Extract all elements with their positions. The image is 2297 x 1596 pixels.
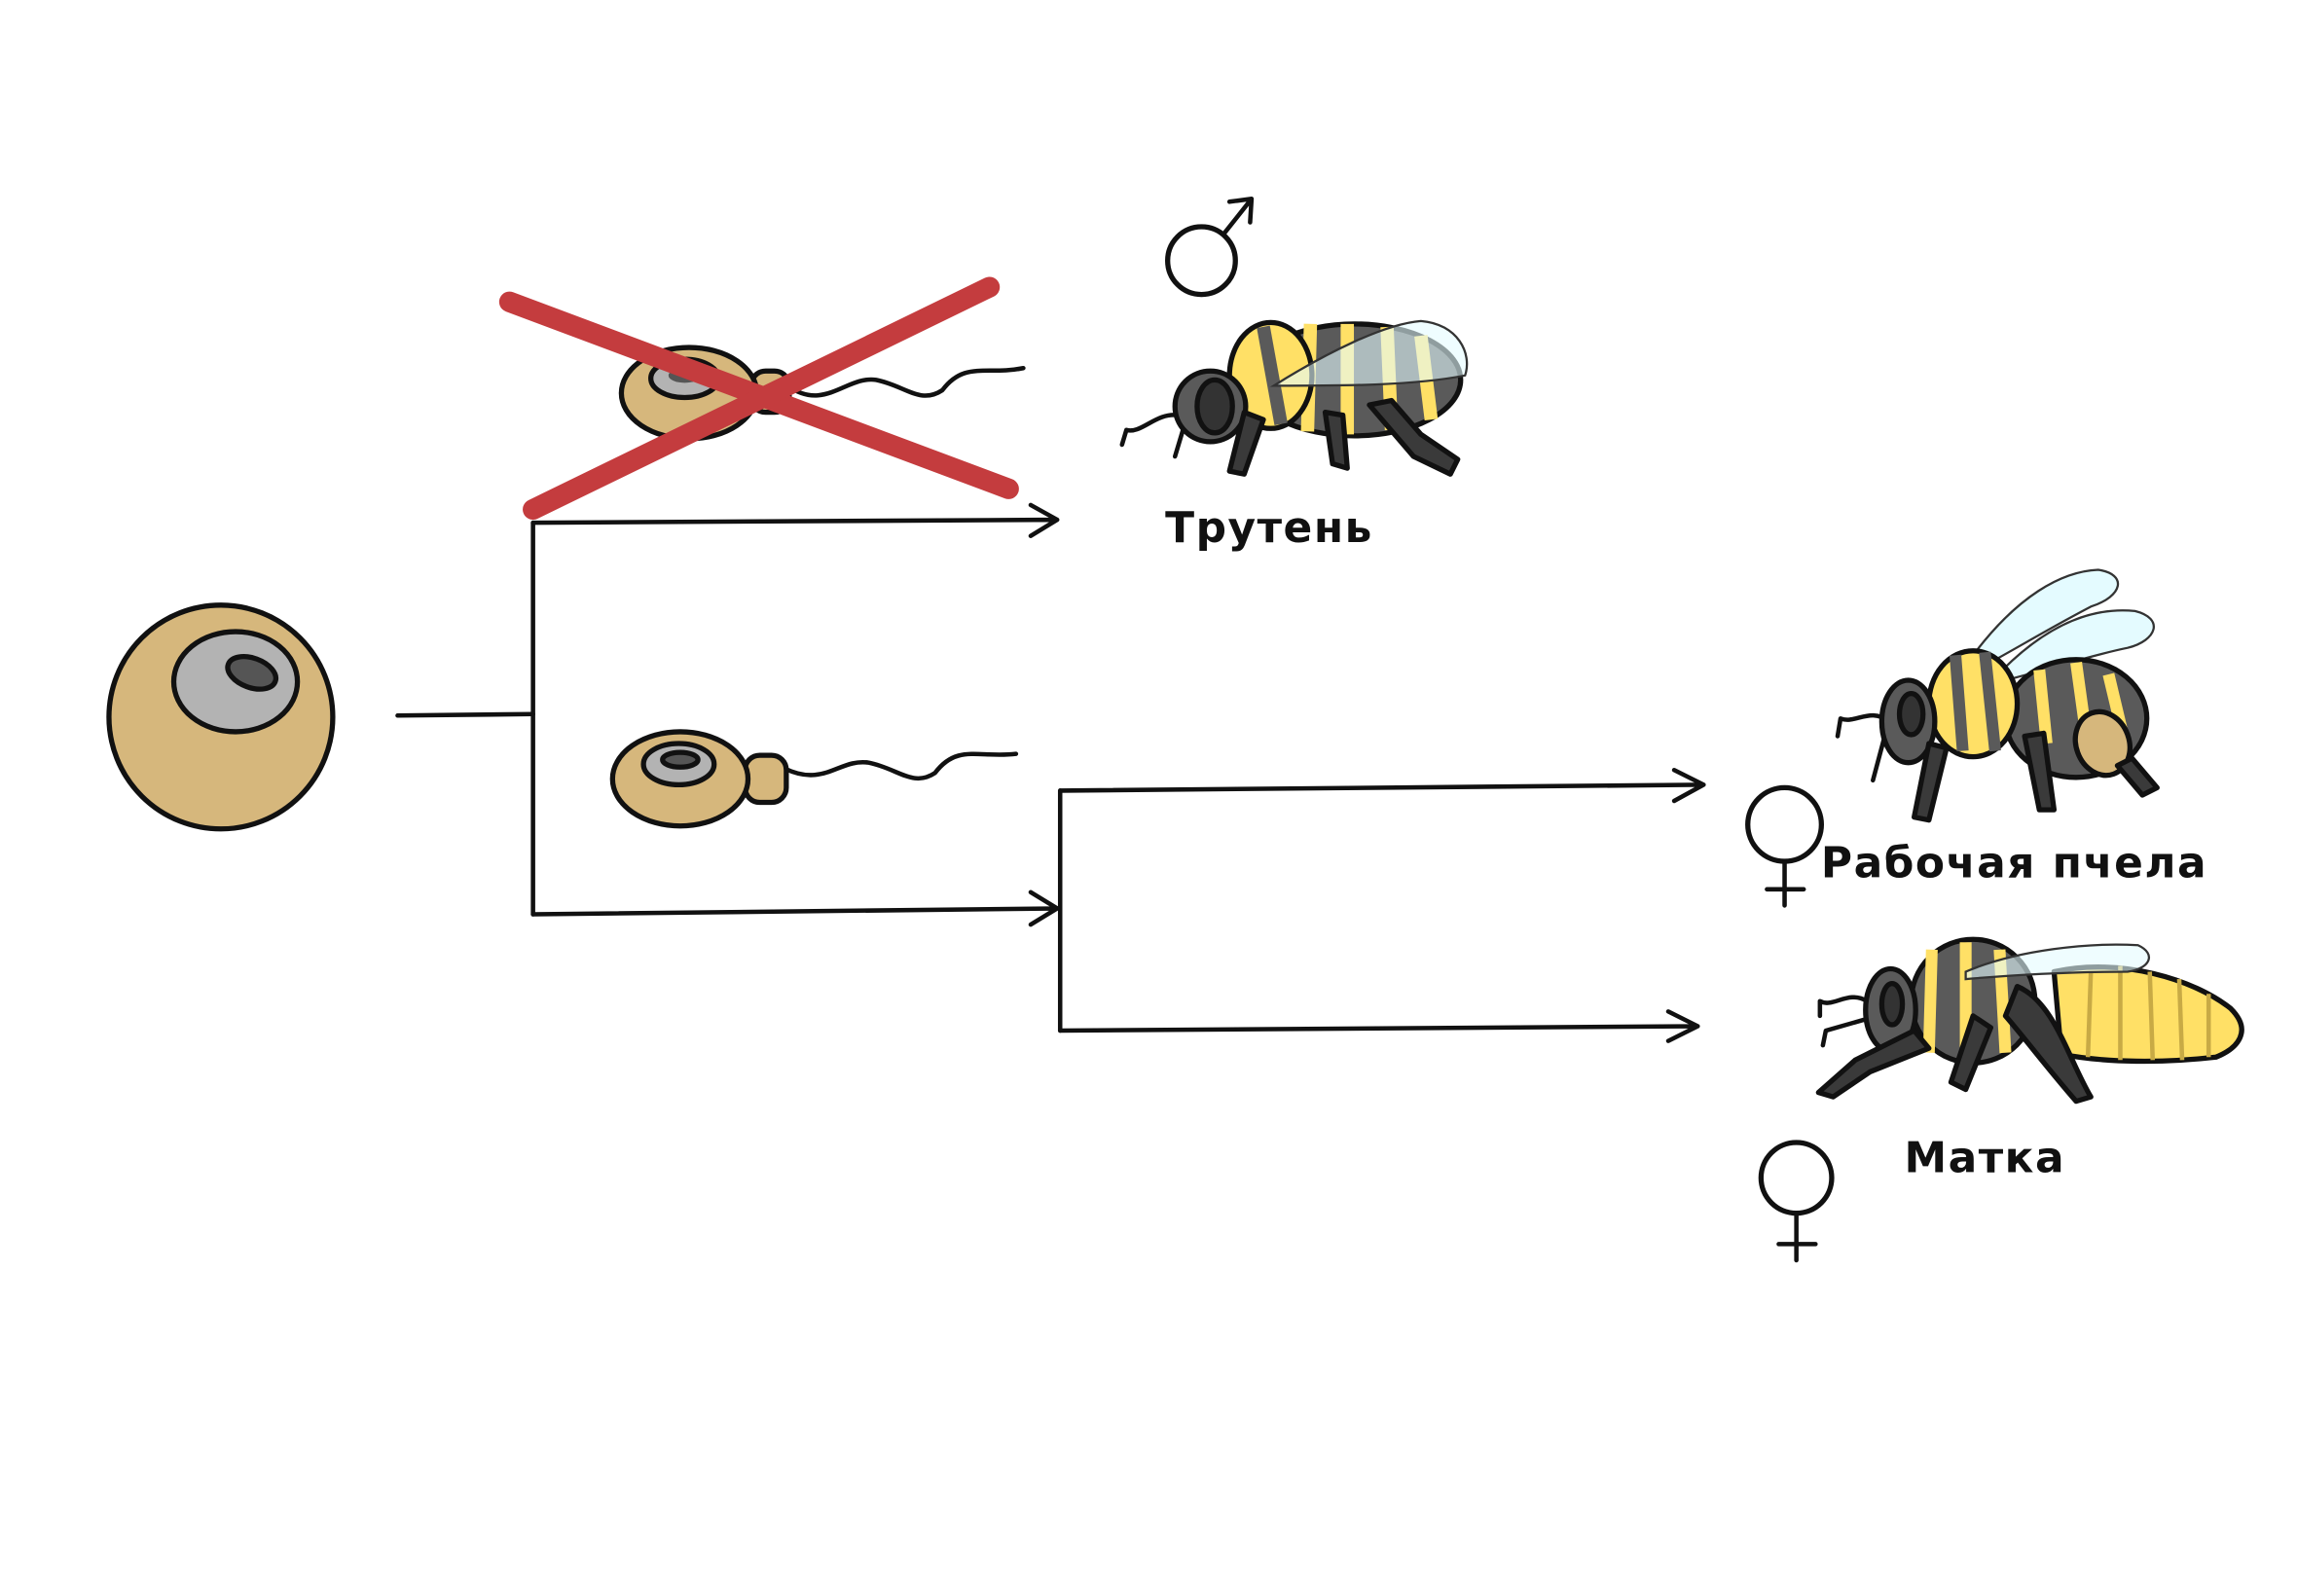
female-symbol-icon bbox=[1745, 784, 1825, 908]
arrow-to-queen bbox=[1057, 1009, 1700, 1043]
female-symbol-icon bbox=[1758, 1140, 1835, 1263]
cross-mark-icon bbox=[498, 276, 1019, 521]
worker-label: Рабочая пчела bbox=[1821, 839, 2207, 889]
drone-label: Трутень bbox=[1165, 503, 1373, 553]
egg-cell bbox=[106, 602, 336, 832]
sperm-cell bbox=[609, 729, 1019, 829]
worker-bee-icon bbox=[1835, 568, 2160, 823]
male-symbol-icon bbox=[1165, 197, 1255, 298]
branch-lines bbox=[395, 502, 1706, 1043]
queen-bee-icon bbox=[1815, 936, 2244, 1105]
arrow-to-worker bbox=[1057, 767, 1706, 804]
arrow-to-drone bbox=[530, 502, 1060, 538]
drone-bee-icon bbox=[1119, 319, 1469, 477]
arrow-to-fertilized bbox=[530, 889, 1060, 927]
queen-label: Матка bbox=[1904, 1133, 2065, 1182]
